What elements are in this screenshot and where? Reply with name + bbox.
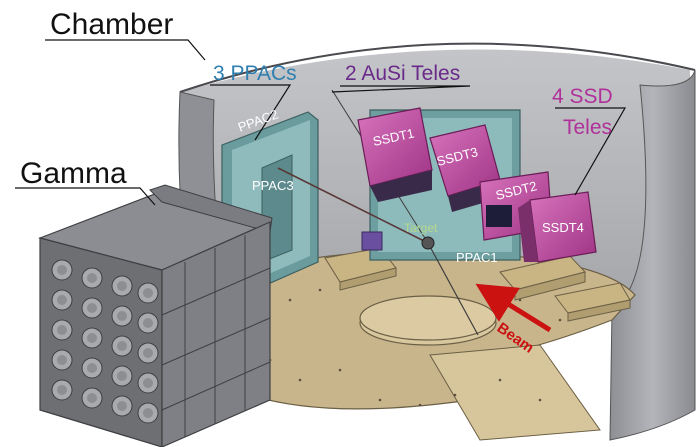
ssd-group-label-line1: 4 SSD	[552, 85, 613, 108]
small-cube	[361, 231, 383, 251]
ausi-group-label: 2 AuSi Teles	[345, 62, 460, 85]
gamma-crystal-array	[51, 259, 159, 424]
gamma-detector	[38, 184, 273, 447]
target-marker	[421, 236, 435, 250]
target-label: Target	[404, 221, 438, 235]
floor-segment	[429, 344, 601, 441]
chamber-label: Chamber	[50, 8, 173, 41]
chamber-rim	[179, 42, 696, 93]
ssdt1-telescope	[357, 107, 433, 202]
ssd-leader	[555, 107, 627, 196]
gamma-side-face	[161, 221, 271, 447]
floor-blocks	[324, 247, 631, 322]
gamma-label: Gamma	[20, 157, 127, 190]
ssd-telescopes	[357, 107, 597, 263]
leader-lines	[15, 39, 627, 206]
ausi-leader	[331, 85, 471, 93]
ppac3-label: PPAC3	[252, 178, 294, 193]
ssdt4-label: SSDT4	[542, 220, 584, 235]
ppacs-group-label: 3 PPACs	[213, 62, 297, 85]
gamma-leader	[15, 187, 156, 206]
ppac1-label: PPAC1	[456, 250, 498, 265]
arrow-icon	[475, 283, 552, 333]
chamber-leader	[45, 39, 206, 61]
chamber-right-wall	[609, 69, 696, 441]
ssdt4-telescope	[518, 191, 597, 263]
ppacs-leader	[210, 84, 292, 141]
ssd-group-label-line2: Teles	[563, 116, 612, 139]
